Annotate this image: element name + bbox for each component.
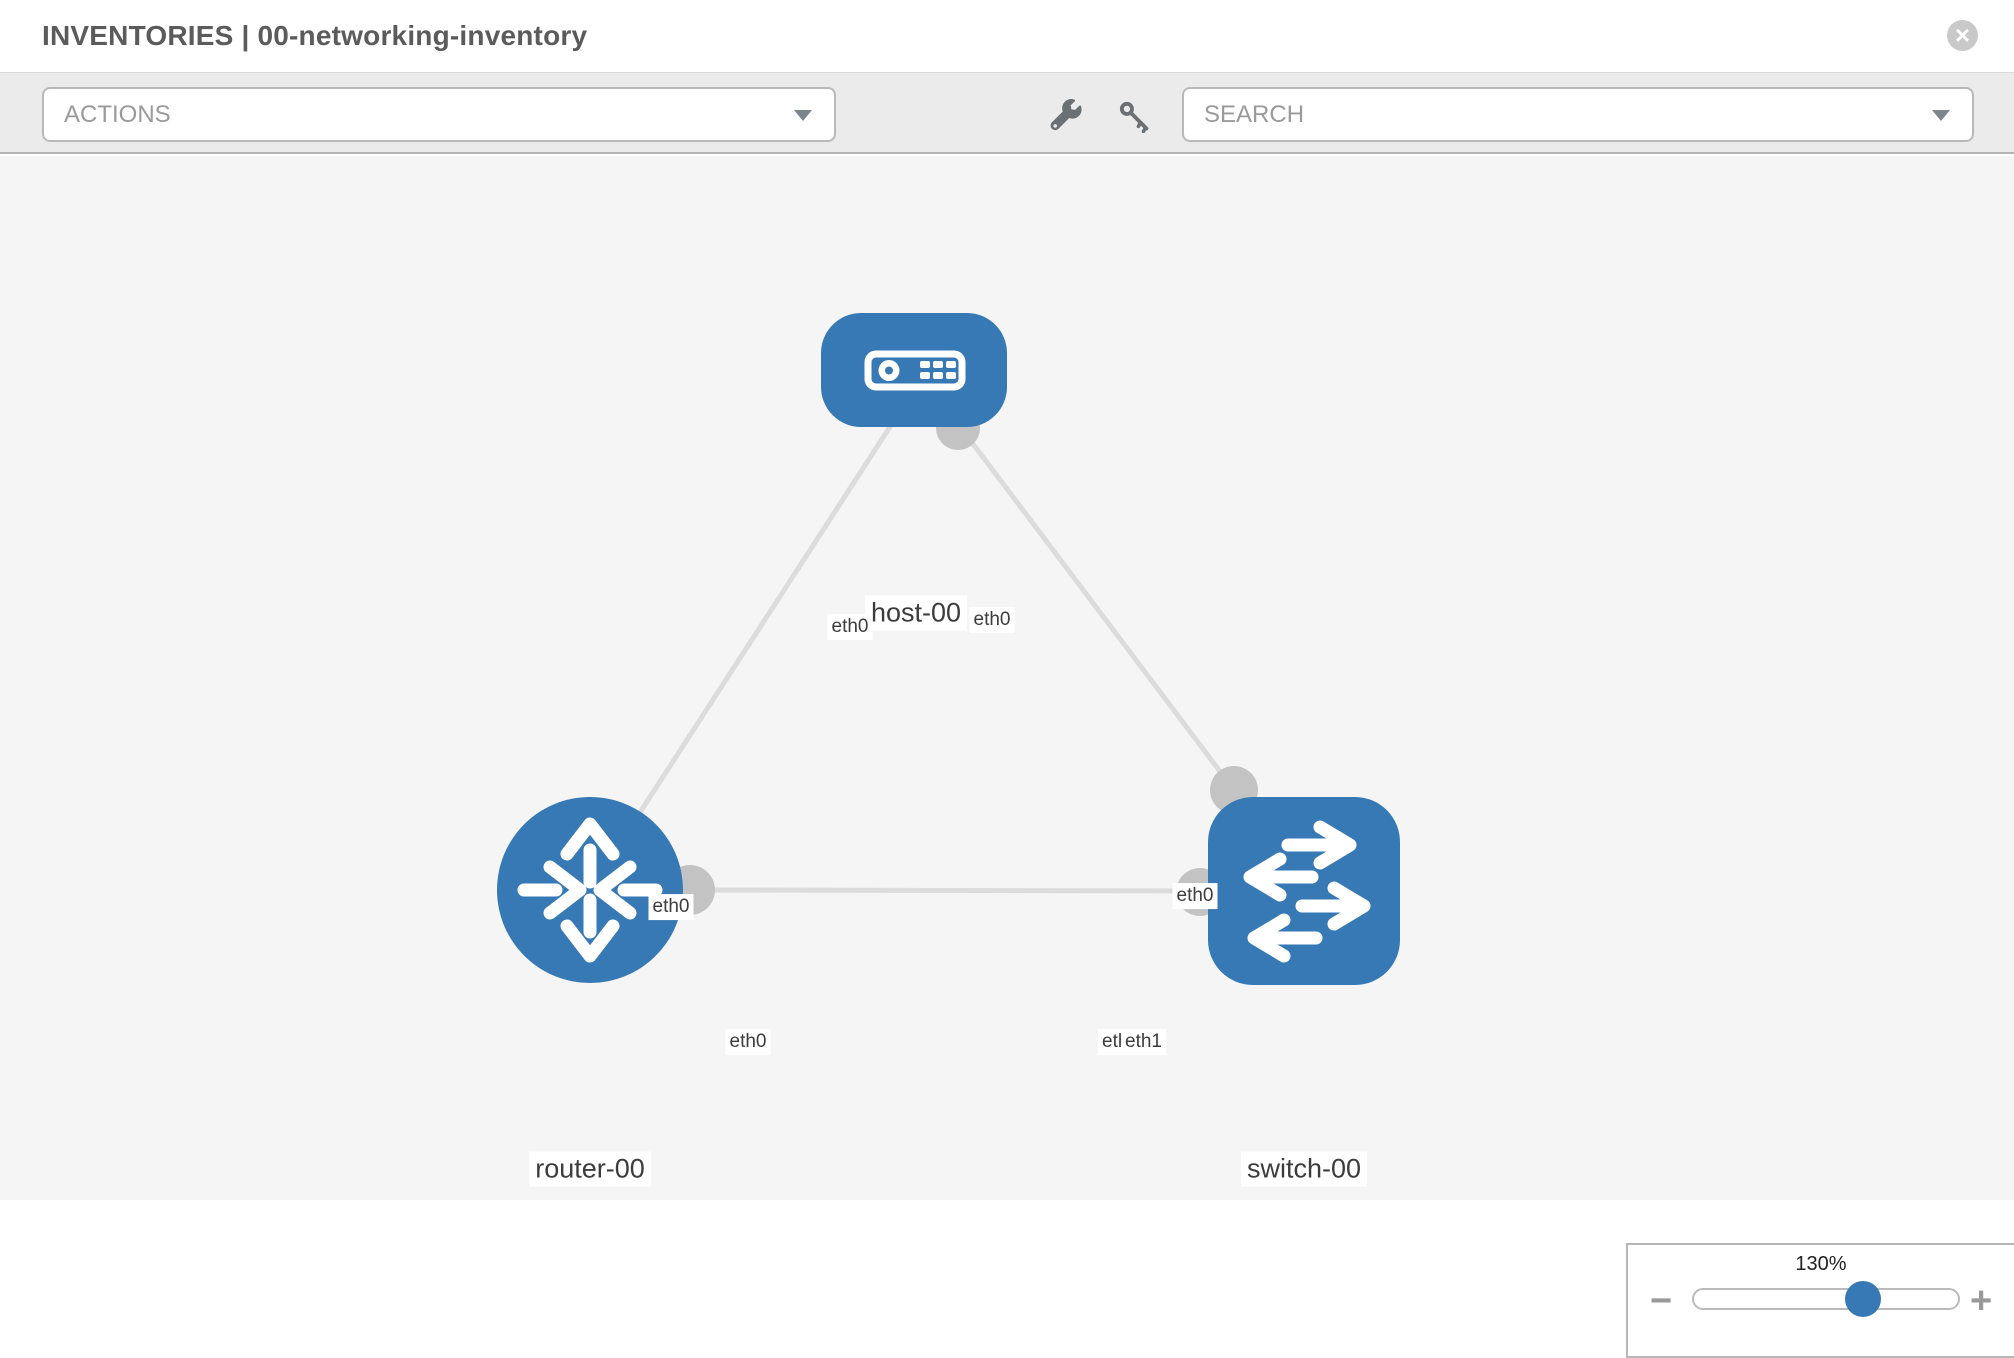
zoom-in-button[interactable]: +: [1970, 1280, 1993, 1322]
header-bar: INVENTORIES | 00-networking-inventory ×: [0, 0, 2014, 73]
zoom-panel: 130% − +: [1626, 1243, 2014, 1358]
node-label-host: host-00: [864, 595, 968, 631]
chevron-down-icon: [1932, 109, 1950, 121]
close-icon: ×: [1954, 19, 1971, 50]
topology-canvas[interactable]: host-00 router-00 switch-00 eth0 eth0 et…: [0, 156, 2014, 1358]
host-icon: [864, 350, 966, 391]
search-dropdown[interactable]: SEARCH: [1182, 87, 1974, 142]
toolbar: ACTIONS SEARCH: [0, 73, 2014, 154]
wrench-icon: [1050, 99, 1082, 131]
zoom-slider-handle[interactable]: [1844, 1281, 1881, 1317]
interface-label-router-switch-switch-end-front: eth1: [1121, 1029, 1166, 1055]
node-host-00[interactable]: [821, 313, 1007, 427]
node-label-router: router-00: [529, 1151, 651, 1187]
interface-label-host-switch-host-end: eth0: [969, 607, 1015, 633]
chevron-down-icon: [794, 109, 812, 121]
interface-label-host-router-router-end: eth0: [648, 894, 694, 920]
node-switch-00[interactable]: [1208, 797, 1400, 985]
interface-label-host-switch-switch-end: eth0: [1172, 883, 1218, 909]
edge-host-switch[interactable]: [956, 422, 1236, 792]
node-router-00[interactable]: [497, 797, 683, 983]
edge-router-switch[interactable]: [659, 887, 1211, 894]
router-icon: [517, 817, 663, 963]
switch-icon: [1243, 820, 1371, 963]
zoom-slider[interactable]: [1692, 1281, 1960, 1317]
page-title: INVENTORIES | 00-networking-inventory: [42, 20, 588, 51]
actions-dropdown[interactable]: ACTIONS: [42, 87, 836, 142]
key-icon: [1119, 101, 1149, 133]
search-dropdown-label: SEARCH: [1204, 100, 1305, 128]
interface-label-router-switch-router-end: eth0: [725, 1029, 771, 1055]
actions-dropdown-label: ACTIONS: [64, 100, 171, 128]
node-label-switch: switch-00: [1240, 1151, 1368, 1187]
configure-tools-button[interactable]: [1048, 98, 1084, 134]
edge-host-router[interactable]: [634, 397, 911, 819]
zoom-out-button[interactable]: −: [1650, 1280, 1673, 1322]
zoom-level-value: 130%: [1795, 1253, 1847, 1275]
close-button[interactable]: ×: [1947, 20, 1978, 51]
interface-label-host-router-host-end: eth0: [827, 614, 873, 640]
key-credentials-button[interactable]: [1116, 98, 1152, 134]
